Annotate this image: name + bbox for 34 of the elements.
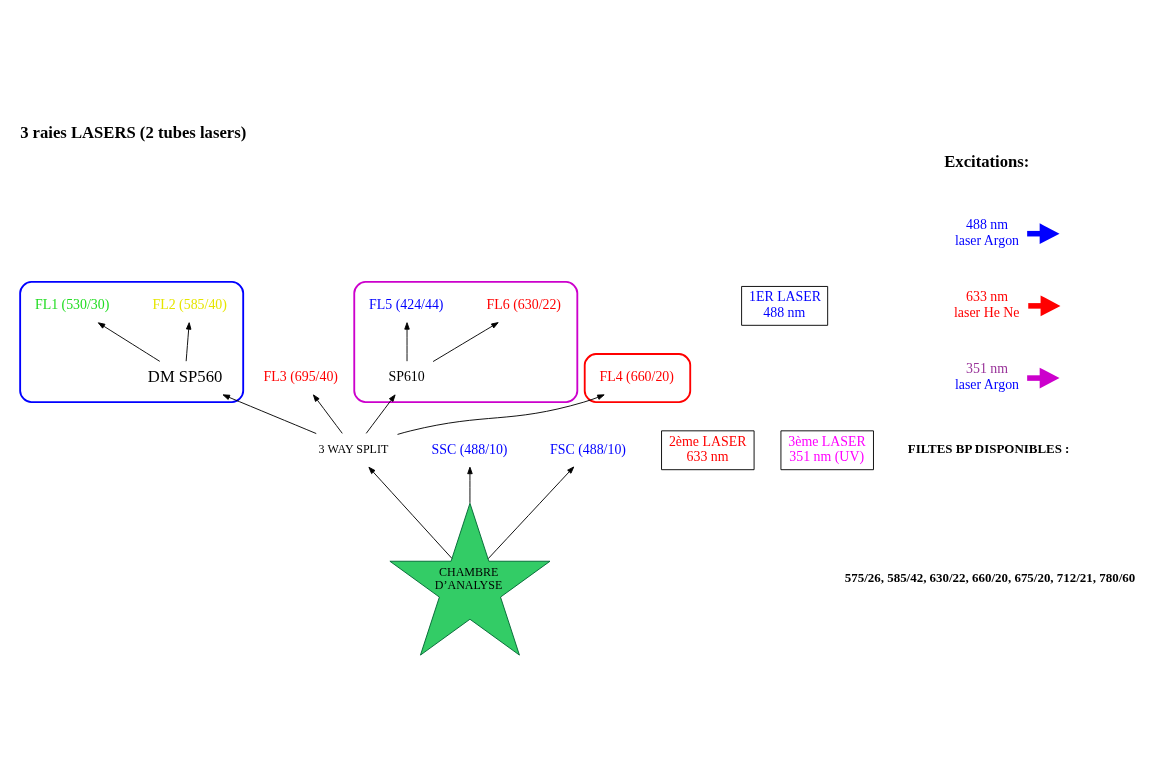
label: 575/26, 585/42, 630/22, 660/20, 675/20, 712/21, 780/60 — [844, 569, 1136, 585]
node-text: 3 WAY SPLIT — [318, 441, 389, 456]
arrow — [397, 393, 605, 435]
arrow — [1027, 367, 1060, 388]
arrow — [432, 321, 499, 362]
node-text: FL1 (530/30) — [34, 296, 110, 312]
arrow — [467, 466, 473, 503]
node-text: 351 nm laser Argon — [954, 360, 1020, 392]
node-text: FSC (488/10) — [550, 441, 626, 456]
arrow — [368, 466, 453, 559]
arrow — [185, 321, 192, 362]
arrow — [312, 393, 343, 434]
label: FILTES BP DISPONIBLES : — [907, 440, 1070, 456]
node-text: 488 nm laser Argon — [954, 216, 1020, 248]
label: Excitations: — [944, 151, 1030, 171]
arrow — [404, 321, 410, 362]
diagram-title: 3 raies LASERS (2 tubes lasers) — [20, 122, 247, 142]
node-box: 1ER LASER 488 nm — [741, 285, 829, 326]
arrow — [222, 393, 317, 434]
arrow — [97, 321, 161, 362]
node-text: FL5 (424/44) — [369, 296, 444, 312]
node-box: 2ème LASER 633 nm — [661, 429, 755, 470]
arrow — [1028, 294, 1061, 316]
node-box: 3ème LASER 351 nm (UV) — [780, 429, 874, 470]
node-text: FL4 (660/20) — [599, 368, 674, 384]
node-text: DM SP560 — [147, 366, 223, 386]
node-text: FL2 (585/40) — [152, 296, 227, 312]
arrow — [365, 393, 396, 434]
node-text: SSC (488/10) — [431, 441, 508, 456]
arrow — [487, 466, 575, 559]
node-text: FL3 (695/40) — [263, 368, 338, 384]
node-text: 633 nm laser He Ne — [954, 288, 1020, 320]
node-text: SP610 — [388, 368, 425, 384]
node-text: FL6 (630/22) — [486, 296, 561, 312]
